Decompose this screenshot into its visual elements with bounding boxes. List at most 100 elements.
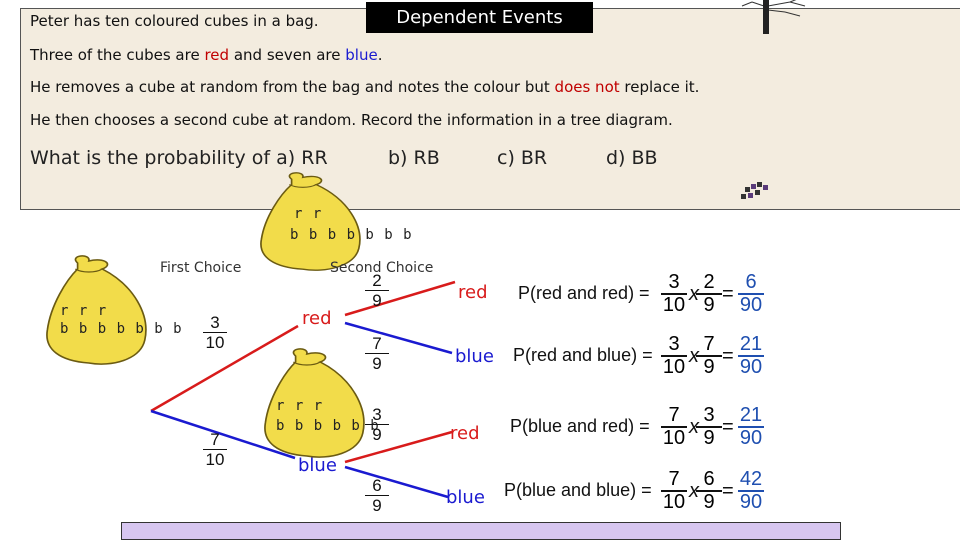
page-title: Dependent Events <box>366 2 593 33</box>
equals-sign: = <box>722 416 734 438</box>
label-second-rr: red <box>458 282 488 303</box>
line2-text-a: Three of the cubes are <box>30 46 205 64</box>
equals-sign: = <box>722 480 734 502</box>
bag-middle-blue: b b b b b b <box>276 418 380 434</box>
prob-frac1-den: 10 <box>662 355 686 378</box>
equals-sign: = <box>722 283 734 305</box>
frac-second-br-num: 3 <box>372 405 382 424</box>
prob-frac1-den: 10 <box>662 293 686 316</box>
prob-frac1-den: 10 <box>662 490 686 513</box>
prob-result-num: 42 <box>739 468 763 490</box>
frac-second-br-den: 9 <box>372 425 382 444</box>
prob-frac1-num: 7 <box>668 404 680 426</box>
branch-blue-blue <box>344 465 449 499</box>
problem-line-2: Three of the cubes are red and seven are… <box>30 46 383 64</box>
frac-second-rb-num: 7 <box>372 334 382 353</box>
prob-frac2-num: 3 <box>703 404 715 426</box>
prob-frac2-num: 6 <box>703 468 715 490</box>
line3-text-b: replace it. <box>619 78 700 96</box>
prob-frac2-den: 9 <box>703 293 715 316</box>
bottom-bar <box>121 522 841 540</box>
second-choice-heading: Second Choice <box>330 260 434 276</box>
prob-result-den: 90 <box>739 293 763 316</box>
times-sign: x <box>689 283 699 305</box>
frac-first-red-num: 3 <box>210 313 220 332</box>
line3-text-a: He removes a cube at random from the bag… <box>30 78 555 96</box>
prob-frac2-den: 9 <box>703 355 715 378</box>
label-first-blue: blue <box>298 455 337 476</box>
prob-result-num: 21 <box>739 333 763 355</box>
prob-result-den: 90 <box>739 490 763 513</box>
problem-line-3: He removes a cube at random from the bag… <box>30 78 699 96</box>
question-a: What is the probability of a) RR <box>30 147 328 169</box>
prob-frac2-num: 2 <box>703 271 715 293</box>
label-first-red: red <box>302 308 332 329</box>
prob-frac1-num: 7 <box>668 468 680 490</box>
times-sign: x <box>689 345 699 367</box>
label-second-rb: blue <box>455 346 494 367</box>
bag-top-red: r r <box>294 206 323 222</box>
problem-box <box>20 8 960 210</box>
prob-label-red-blue: P(red and blue) = <box>513 345 653 365</box>
prob-frac2-den: 9 <box>703 426 715 449</box>
prob-frac1-num: 3 <box>668 333 680 355</box>
bag-left-blue: b b b b b b b <box>60 321 183 337</box>
label-second-bb: blue <box>446 487 485 508</box>
frac-first-blue-den: 10 <box>205 450 225 469</box>
label-second-br: red <box>450 423 480 444</box>
frac-second-rb-den: 9 <box>372 354 382 373</box>
frac-second-bb-den: 9 <box>372 496 382 515</box>
prob-frac2-num: 7 <box>703 333 715 355</box>
prob-frac2-den: 9 <box>703 490 715 513</box>
line2-red-word: red <box>204 46 230 64</box>
frac-first-red-den: 10 <box>205 333 225 352</box>
bag-top-blue: b b b b b b b <box>290 227 413 243</box>
bag-left-red: r r r <box>60 303 108 319</box>
frac-second-rr-den: 9 <box>372 291 382 310</box>
line3-red-words: does not <box>554 78 620 96</box>
prob-result-num: 6 <box>745 271 757 293</box>
frac-second-rr-num: 2 <box>372 271 382 290</box>
prob-result-den: 90 <box>739 426 763 449</box>
prob-result-num: 21 <box>739 404 763 426</box>
line2-blue-word: blue <box>345 46 378 64</box>
times-sign: x <box>689 416 699 438</box>
first-choice-heading: First Choice <box>160 260 242 276</box>
line2-text-c: . <box>377 46 383 64</box>
prob-label-blue-blue: P(blue and blue) = <box>504 480 652 500</box>
line2-text-b: and seven are <box>229 46 346 64</box>
question-d: d) BB <box>606 147 658 169</box>
question-c: c) BR <box>497 147 548 169</box>
prob-label-blue-red: P(blue and red) = <box>510 416 650 436</box>
prob-frac1-den: 10 <box>662 426 686 449</box>
equals-sign: = <box>722 345 734 367</box>
bag-middle-red: r r r <box>276 398 324 414</box>
intro-text: Peter has ten coloured cubes in a bag. <box>30 12 319 30</box>
frac-second-bb-num: 6 <box>372 476 382 495</box>
question-b: b) RB <box>388 147 440 169</box>
frac-first-blue-num: 7 <box>210 430 220 449</box>
prob-result-den: 90 <box>739 355 763 378</box>
prob-frac1-num: 3 <box>668 271 680 293</box>
times-sign: x <box>689 480 699 502</box>
problem-line-4: He then chooses a second cube at random.… <box>30 111 673 129</box>
prob-label-red-red: P(red and red) = <box>518 283 650 303</box>
